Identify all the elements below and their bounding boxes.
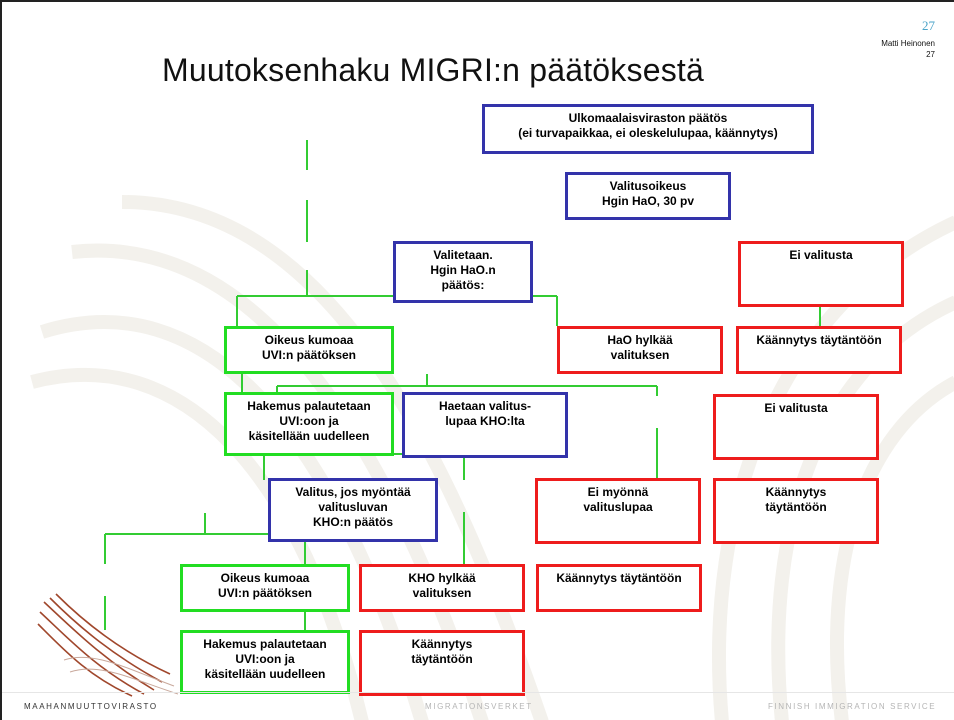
box-deport-3-line-1: Käännytys täytäntöön xyxy=(556,571,682,585)
box-hao-rejects-line-1: HaO hylkää xyxy=(607,333,673,347)
box-kho-decision: Valitus, jos myöntää valitusluvan KHO:n … xyxy=(268,478,438,542)
box-hao-rejects: HaO hylkää valituksen xyxy=(557,326,723,374)
box-decision-line-1: Ulkomaalaisviraston päätös xyxy=(568,111,728,125)
agency-logo-icon xyxy=(37,593,179,697)
box-deport-2-line-2: täytäntöön xyxy=(765,500,827,514)
box-leave-denied: Ei myönnä valituslupaa xyxy=(535,478,701,544)
box-no-appeal-1-line-1: Ei valitusta xyxy=(789,248,853,262)
box-kho-rejects-line-2: valituksen xyxy=(412,586,472,600)
box-leave-denied-line-1: Ei myönnä xyxy=(587,485,649,499)
box-deport-1: Käännytys täytäntöön xyxy=(736,326,902,374)
box-leave-denied-line-2: valituslupaa xyxy=(583,500,653,514)
box-deport-4: Käännytys täytäntöön xyxy=(359,630,525,696)
box-returned-1: Hakemus palautetaan UVI:oon ja käsitellä… xyxy=(224,392,394,456)
box-no-appeal-2: Ei valitusta xyxy=(713,394,879,460)
box-court-annuls-2: Oikeus kumoaa UVI:n päätöksen xyxy=(180,564,350,612)
box-no-appeal-2-line-1: Ei valitusta xyxy=(764,401,828,415)
box-returned-2-line-3: käsitellään uudelleen xyxy=(204,667,326,681)
box-deport-2-line-1: Käännytys xyxy=(765,485,827,499)
box-court-annuls-2-line-2: UVI:n päätöksen xyxy=(217,586,313,600)
footer-agency-en: FINNISH IMMIGRATION SERVICE xyxy=(768,702,937,711)
slide-title: Muutoksenhaku MIGRI:n päätöksestä xyxy=(162,52,704,88)
box-appealed-line-1: Valitetaan. xyxy=(433,248,493,262)
box-appeal-right-line-2: Hgin HaO, 30 pv xyxy=(601,194,695,208)
footer-divider xyxy=(2,692,954,693)
box-court-annuls-1-line-2: UVI:n päätöksen xyxy=(261,348,357,362)
box-kho-rejects-line-1: KHO hylkää xyxy=(408,571,476,585)
box-returned-2-line-2: UVI:oon ja xyxy=(235,652,295,666)
box-seek-leave: Haetaan valitus- lupaa KHO:lta xyxy=(402,392,568,458)
box-kho-rejects: KHO hylkää valituksen xyxy=(359,564,525,612)
box-deport-1-line-1: Käännytys täytäntöön xyxy=(756,333,882,347)
box-deport-4-line-1: Käännytys xyxy=(411,637,473,651)
box-appealed: Valitetaan. Hgin HaO.n päätös: xyxy=(393,241,533,303)
box-hao-rejects-line-2: valituksen xyxy=(610,348,670,362)
box-returned-1-line-3: käsitellään uudelleen xyxy=(248,429,370,443)
box-seek-leave-line-1: Haetaan valitus- xyxy=(438,399,532,413)
box-returned-1-line-2: UVI:oon ja xyxy=(279,414,339,428)
footer-agency-fi: MAAHANMUUTTOVIRASTO xyxy=(24,702,158,711)
box-court-annuls-1: Oikeus kumoaa UVI:n päätöksen xyxy=(224,326,394,374)
author-name: Matti Heinonen xyxy=(881,39,935,48)
author-note: Matti Heinonen 27 xyxy=(881,38,935,60)
box-deport-2: Käännytys täytäntöön xyxy=(713,478,879,544)
box-court-annuls-2-line-1: Oikeus kumoaa xyxy=(220,571,310,585)
box-returned-2-line-1: Hakemus palautetaan xyxy=(203,637,327,651)
footer-agency-sv: MIGRATIONSVERKET xyxy=(425,702,533,711)
box-appealed-line-3: päätös: xyxy=(441,278,485,292)
box-kho-decision-line-3: KHO:n päätös xyxy=(312,515,393,529)
author-page-number: 27 xyxy=(926,50,935,59)
box-kho-decision-line-1: Valitus, jos myöntää xyxy=(295,485,411,499)
box-appeal-right-line-1: Valitusoikeus xyxy=(609,179,687,193)
box-returned-1-line-1: Hakemus palautetaan xyxy=(247,399,371,413)
box-court-annuls-1-line-1: Oikeus kumoaa xyxy=(264,333,354,347)
page-number: 27 xyxy=(922,18,935,33)
box-no-appeal-1: Ei valitusta xyxy=(738,241,904,307)
box-appealed-line-2: Hgin HaO.n xyxy=(430,263,496,277)
box-appeal-right: Valitusoikeus Hgin HaO, 30 pv xyxy=(565,172,731,220)
box-returned-2: Hakemus palautetaan UVI:oon ja käsitellä… xyxy=(180,630,350,694)
box-deport-4-line-2: täytäntöön xyxy=(411,652,473,666)
box-decision-line-2: (ei turvapaikkaa, ei oleskelulupaa, kään… xyxy=(518,126,778,140)
box-kho-decision-line-2: valitusluvan xyxy=(318,500,388,514)
box-decision: Ulkomaalaisviraston päätös (ei turvapaik… xyxy=(482,104,814,154)
box-deport-3: Käännytys täytäntöön xyxy=(536,564,702,612)
box-seek-leave-line-2: lupaa KHO:lta xyxy=(445,414,525,428)
